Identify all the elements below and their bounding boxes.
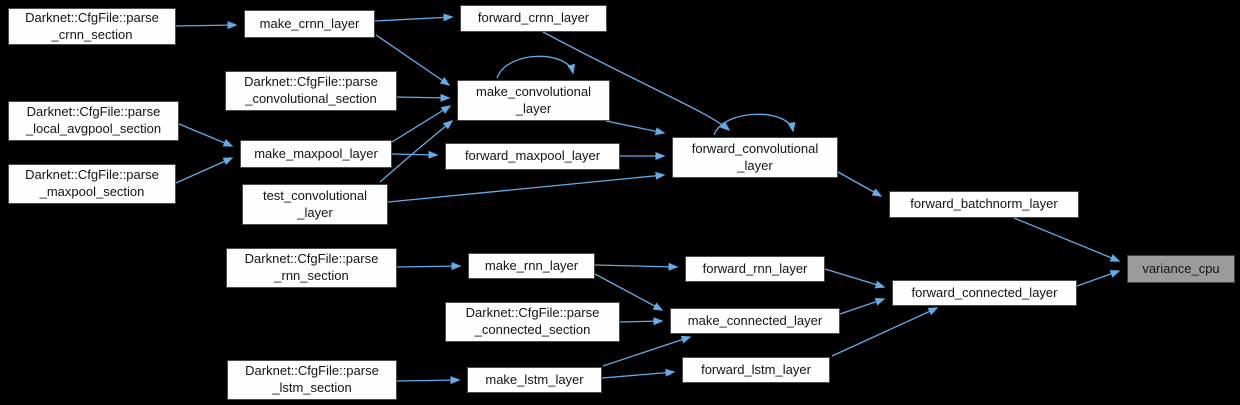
- edge-parse-crnn-section-to-make-crnn-layer: [175, 21, 238, 30]
- edge-make-lstm-layer-to-forward-lstm-layer: [601, 368, 676, 379]
- node-parse-convolutional-section[interactable]: Darknet::CfgFile::parse _convolutional_s…: [225, 71, 397, 111]
- node-variance-cpu: variance_cpu: [1127, 255, 1235, 283]
- edge-make-rnn-layer-to-forward-rnn-layer: [594, 262, 679, 271]
- edge-make-connected-layer-to-forward-connected-layer: [839, 297, 886, 315]
- edge-forward-connected-layer-to-variance-cpu: [1076, 270, 1121, 287]
- node-forward-convolutional-layer[interactable]: forward_convolutional _layer: [672, 137, 838, 178]
- edge-forward-lstm-layer-to-forward-connected-layer: [831, 307, 939, 357]
- edge-forward-convolutional-layer-to-forward-batchnorm-layer: [837, 171, 883, 197]
- node-forward-rnn-layer[interactable]: forward_rnn_layer: [685, 256, 825, 282]
- node-make-rnn-layer[interactable]: make_rnn_layer: [468, 253, 595, 279]
- edge-make-convolutional-layer-to-forward-convolutional-layer: [605, 120, 666, 136]
- edge-parse-local-avgpool-section-to-make-maxpool-layer: [178, 123, 234, 147]
- edge-parse-connected-section-to-make-connected-layer: [619, 317, 664, 326]
- node-make-lstm-layer[interactable]: make_lstm_layer: [467, 367, 602, 393]
- node-make-connected-layer[interactable]: make_connected_layer: [670, 308, 840, 334]
- edge-parse-convolutional-section-to-make-convolutional-layer: [396, 93, 451, 102]
- node-forward-crnn-layer[interactable]: forward_crnn_layer: [460, 5, 607, 32]
- node-test-convolutional-layer[interactable]: test_convolutional _layer: [242, 184, 388, 225]
- node-parse-maxpool-section[interactable]: Darknet::CfgFile::parse _maxpool_section: [8, 164, 176, 204]
- edge-make-maxpool-layer-to-forward-maxpool-layer: [391, 150, 439, 159]
- edge-make-crnn-layer-to-forward-crnn-layer: [374, 13, 454, 22]
- node-forward-maxpool-layer[interactable]: forward_maxpool_layer: [445, 143, 620, 170]
- edge-parse-maxpool-section-to-make-maxpool-layer: [175, 157, 234, 184]
- edge-forward-batchnorm-layer-to-variance-cpu: [1013, 217, 1121, 262]
- node-make-maxpool-layer[interactable]: make_maxpool_layer: [240, 140, 392, 168]
- node-parse-rnn-section[interactable]: Darknet::CfgFile::parse _rnn_section: [226, 248, 397, 288]
- edge-forward-convolutional-layer-to-forward-convolutional-layer: [713, 113, 796, 136]
- node-parse-lstm-section[interactable]: Darknet::CfgFile::parse _lstm_section: [227, 360, 397, 400]
- node-forward-lstm-layer[interactable]: forward_lstm_layer: [682, 357, 830, 383]
- edge-make-convolutional-layer-to-make-convolutional-layer: [496, 55, 576, 79]
- node-make-convolutional-layer[interactable]: make_convolutional _layer: [457, 80, 610, 121]
- edge-parse-lstm-section-to-make-lstm-layer: [396, 376, 461, 385]
- edge-forward-rnn-layer-to-forward-connected-layer: [824, 268, 886, 289]
- node-forward-batchnorm-layer[interactable]: forward_batchnorm_layer: [889, 191, 1079, 218]
- edge-test-convolutional-layer-to-forward-convolutional-layer: [387, 171, 666, 203]
- node-make-crnn-layer[interactable]: make_crnn_layer: [244, 10, 375, 38]
- node-forward-connected-layer[interactable]: forward_connected_layer: [892, 280, 1077, 306]
- node-parse-local-avgpool-section[interactable]: Darknet::CfgFile::parse _local_avgpool_s…: [8, 101, 179, 141]
- node-parse-connected-section[interactable]: Darknet::CfgFile::parse _connected_secti…: [445, 302, 620, 342]
- node-parse-crnn-section[interactable]: Darknet::CfgFile::parse _crnn_section: [8, 8, 176, 45]
- edge-make-maxpool-layer-to-make-convolutional-layer: [391, 105, 452, 143]
- edge-parse-rnn-section-to-make-rnn-layer: [396, 262, 462, 271]
